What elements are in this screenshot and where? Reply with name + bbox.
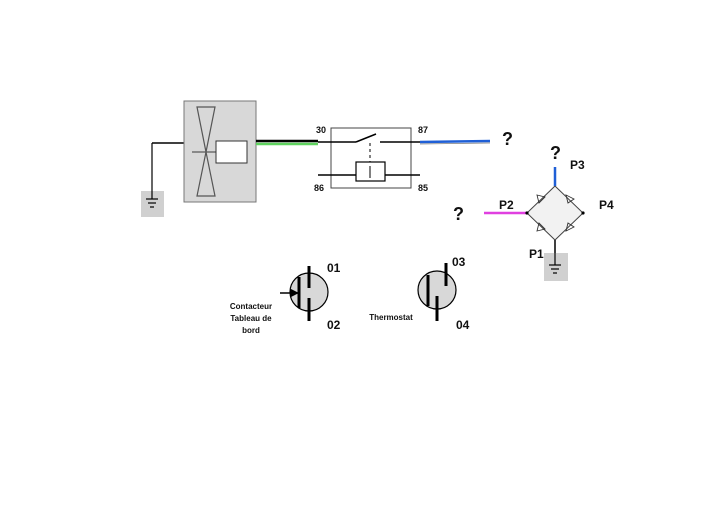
unknown-p3: ? — [550, 143, 561, 163]
ground-icon — [146, 143, 158, 208]
fan-ground — [141, 142, 184, 217]
relay-pin-86: 86 — [314, 183, 324, 193]
bridge-ground-background — [544, 253, 568, 281]
diode-bridge: P3 P2 P4 P1 — [484, 158, 614, 281]
bridge-p4-node — [581, 211, 585, 215]
unknown-relay-output: ? — [502, 129, 513, 149]
relay: 30 87 86 85 — [314, 125, 428, 193]
switch-contacteur-label-line3: bord — [242, 326, 260, 335]
relay-pin-30: 30 — [316, 125, 326, 135]
relay-pin-87: 87 — [418, 125, 428, 135]
switch-thermostat-pin-top: 03 — [452, 255, 466, 269]
switch-contacteur-pin-bottom: 02 — [327, 318, 341, 332]
switch-thermostat: 03 04 Thermostat — [369, 255, 469, 332]
ground-background — [141, 191, 164, 217]
motor-coil — [215, 140, 248, 164]
bridge-label-p1: P1 — [529, 247, 544, 261]
switch-thermostat-label: Thermostat — [369, 313, 413, 322]
switch-contacteur-pin-top: 01 — [327, 261, 341, 275]
ground-icon — [549, 253, 561, 274]
unknown-p2: ? — [453, 204, 464, 224]
switch-contacteur: 01 02 Contacteur Tableau de bord — [230, 261, 341, 335]
bridge-label-p4: P4 — [599, 198, 614, 212]
fan-motor — [183, 100, 257, 203]
bridge-outline — [526, 185, 584, 241]
switch-contacteur-label-line2: Tableau de — [230, 314, 272, 323]
relay-switch-blade — [355, 133, 377, 143]
switch-contacteur-label-line1: Contacteur — [230, 302, 272, 311]
switch-thermostat-pin-bottom: 04 — [456, 318, 470, 332]
diode-icon — [536, 194, 575, 232]
bridge-label-p2: P2 — [499, 198, 514, 212]
relay-output-wire — [419, 139, 491, 145]
bridge-p2-node — [525, 211, 529, 215]
relay-pin-85: 85 — [418, 183, 428, 193]
fan-icon — [192, 106, 216, 197]
bridge-label-p3: P3 — [570, 158, 585, 172]
fan-to-relay-wire — [256, 139, 318, 146]
